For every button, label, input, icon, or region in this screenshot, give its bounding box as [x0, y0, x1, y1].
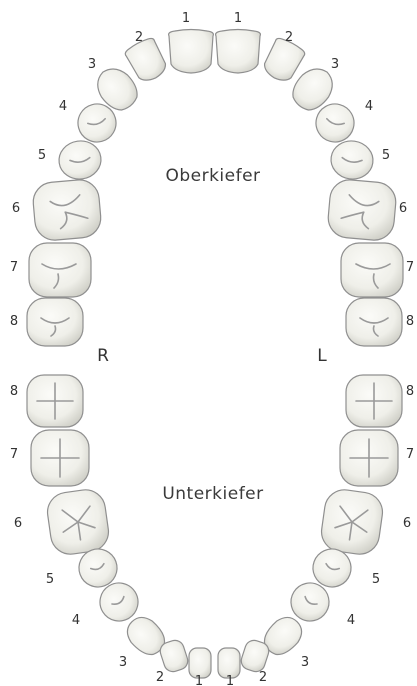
lower-left-number-6: 6	[403, 516, 411, 531]
lower-right-number-6: 6	[14, 516, 22, 531]
tooth-upper-left-5	[329, 138, 376, 181]
tooth-lower-right-8	[27, 375, 83, 427]
right-side-label: R	[97, 346, 109, 366]
lower-right-number-5: 5	[46, 572, 54, 587]
upper-jaw: 1 2 3 4 5 6 7 8 1 2 3 4 5 6 7 8 Oberkief…	[10, 11, 414, 346]
tooth-lower-left-8	[346, 375, 402, 427]
lower-right-number-4: 4	[72, 613, 80, 628]
tooth-lower-right-7	[31, 430, 89, 486]
tooth-upper-right-7	[29, 243, 91, 297]
lower-left-number-3: 3	[301, 655, 309, 670]
tooth-upper-left-7	[341, 243, 403, 297]
upper-right-number-7: 7	[10, 260, 18, 275]
upper-left-number-4: 4	[365, 99, 373, 114]
upper-right-number-8: 8	[10, 314, 18, 329]
lower-jaw: 8 7 6 5 4 3 2 1 8 7 6 5 4 3 2 1 Unterkie…	[10, 375, 414, 686]
lower-left-number-8: 8	[406, 384, 414, 399]
lower-left-number-5: 5	[372, 572, 380, 587]
upper-left-number-3: 3	[331, 57, 339, 72]
upper-left-number-8: 8	[406, 314, 414, 329]
lower-left-number-4: 4	[347, 613, 355, 628]
lower-left-number-1: 1	[226, 674, 234, 686]
tooth-upper-right-5	[57, 138, 104, 181]
upper-right-number-4: 4	[59, 99, 67, 114]
tooth-upper-left-1	[216, 30, 261, 74]
lower-left-number-7: 7	[406, 447, 414, 462]
upper-left-number-1: 1	[234, 11, 242, 26]
tooth-upper-right-8	[27, 298, 83, 346]
left-side-label: L	[317, 346, 327, 366]
upper-jaw-label: Oberkiefer	[165, 166, 260, 186]
lower-right-number-2: 2	[156, 670, 164, 685]
upper-right-number-5: 5	[38, 148, 46, 163]
tooth-upper-left-6	[327, 178, 398, 242]
upper-left-number-5: 5	[382, 148, 390, 163]
upper-right-number-2: 2	[135, 30, 143, 45]
upper-left-number-6: 6	[399, 201, 407, 216]
tooth-upper-right-1	[169, 30, 214, 74]
upper-right-number-3: 3	[88, 57, 96, 72]
upper-left-number-2: 2	[285, 30, 293, 45]
tooth-lower-right-6	[45, 487, 111, 556]
lower-right-number-1: 1	[195, 674, 203, 686]
tooth-upper-left-8	[346, 298, 402, 346]
lower-right-number-7: 7	[10, 447, 18, 462]
tooth-lower-left-7	[340, 430, 398, 486]
upper-right-number-6: 6	[12, 201, 20, 216]
lower-right-number-3: 3	[119, 655, 127, 670]
lower-jaw-label: Unterkiefer	[162, 484, 263, 504]
upper-right-number-1: 1	[182, 11, 190, 26]
tooth-upper-right-6	[32, 178, 103, 242]
lower-right-number-8: 8	[10, 384, 18, 399]
tooth-lower-left-6	[319, 487, 385, 556]
upper-left-number-7: 7	[406, 260, 414, 275]
lower-left-number-2: 2	[259, 670, 267, 685]
